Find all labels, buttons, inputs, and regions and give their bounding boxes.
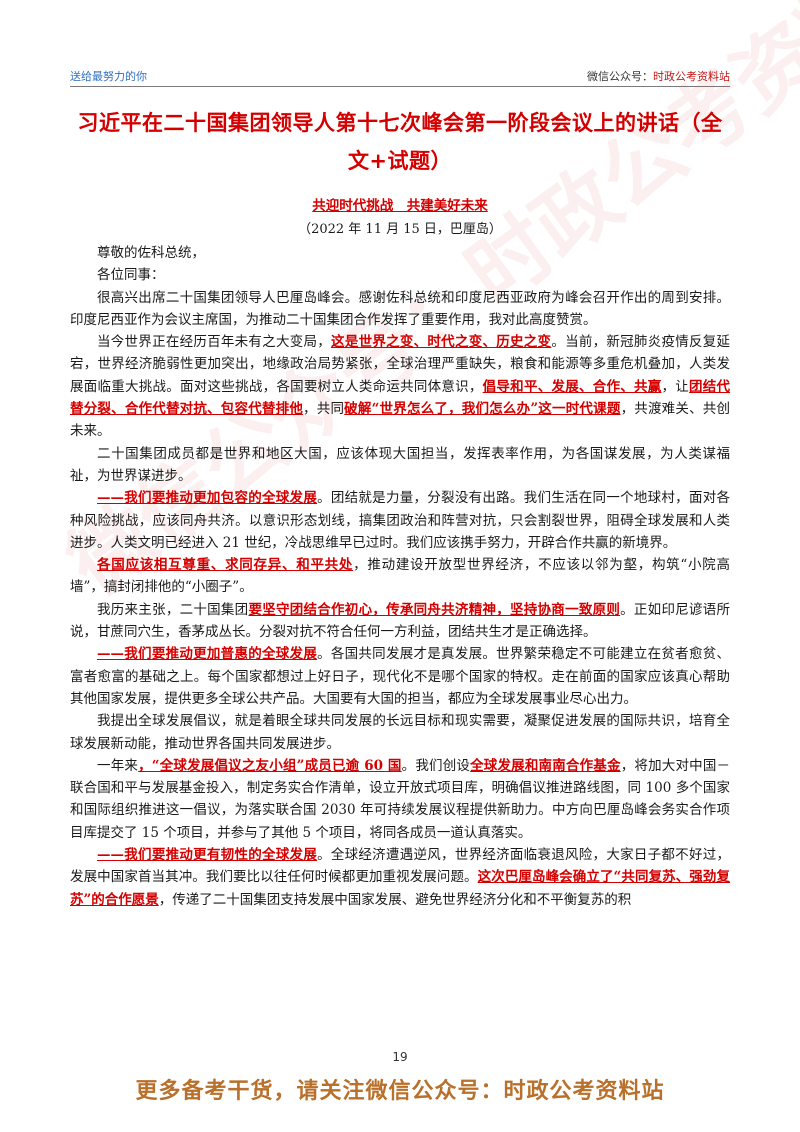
- paragraph-text: 。正如印尼谚语所说，甘蔗同穴生，香茅成丛长。分裂对抗不符合任何一方利益，团结共生…: [70, 601, 731, 641]
- paragraph: ——我们要推动更有韧性的全球发展。全球经济遭遇逆风，世界经济面临衰退风险，大家日…: [70, 844, 730, 911]
- document-title: 习近平在二十国集团领导人第十七次峰会第一阶段会议上的讲话（全文+试题）: [77, 111, 723, 173]
- paragraph: 很高兴出席二十国集团领导人巴厘岛峰会。感谢佐科总统和印度尼西亚政府为峰会召开作出…: [70, 287, 730, 332]
- paragraph-text: ，让: [661, 378, 690, 395]
- paragraph: 一年来，“全球发展倡议之友小组”成员已逾 60 国。我们创设全球发展和南南合作基…: [70, 755, 730, 844]
- paragraph-text: 。各国共同发展才是真发展。世界繁荣稳定不可能建立在贫者愈贫、富者愈富的基础之上。…: [70, 646, 731, 707]
- paragraph: 我历来主张，二十国集团要坚守团结合作初心，传承同舟共济精神，坚持协商一致原则。正…: [70, 599, 730, 644]
- header-wechat: 微信公众号：时政公考资料站: [587, 68, 730, 84]
- highlighted-phrase: 团结代替分裂、合作代替对抗、包容代替排他: [70, 378, 731, 418]
- paragraph: 尊敬的佐科总统，: [70, 242, 730, 264]
- highlighted-phrase: 要坚守团结合作初心，传承同舟共济精神，坚持协商一致原则: [248, 601, 621, 618]
- footer-banner: 更多备考干货，请关注微信公众号：时政公考资料站: [135, 1079, 665, 1104]
- paragraph-text: 当今世界正在经历百年未有之大变局，: [97, 334, 332, 351]
- paragraph-text: ，推动建设开放型世界经济，不应该以邻为壑，构筑“小院高墙”，搞封闭排他的“小圈子…: [70, 557, 731, 596]
- highlighted-phrase: 这是世界之变、时代之变、历史之变: [331, 334, 552, 351]
- speech-body: 尊敬的佐科总统， 各位同事： 很高兴出席二十国集团领导人巴厘岛峰会。感谢佐科总统和印…: [70, 242, 730, 911]
- page-header: 送给最努力的你 微信公众号：时政公考资料站: [70, 66, 730, 87]
- speech-subtitle: 共迎时代挑战 共建美好未来: [312, 198, 488, 214]
- paragraph-text: 尊敬的佐科总统，: [97, 245, 205, 261]
- highlighted-phrase: 全球发展和南南合作基金: [470, 757, 621, 774]
- header-wechat-account: 时政公考资料站: [653, 70, 730, 83]
- highlighted-phrase: 这次巴厘岛峰会确立了“共同复苏、强劲复苏”的合作愿景: [70, 869, 731, 908]
- paragraph: ——我们要推动更加普惠的全球发展。各国共同发展才是真发展。世界繁荣稳定不可能建立…: [70, 643, 730, 710]
- paragraph-text: 我历来主张，二十国集团: [97, 601, 249, 618]
- paragraph-text: ，传递了二十国集团支持发展中国家发展、避免世界经济分化和不平衡复苏的积: [158, 891, 632, 908]
- highlighted-phrase: 各国应该相互尊重、求同存异、和平共处: [97, 557, 354, 574]
- highlighted-phrase: ——我们要推动更加普惠的全球发展: [97, 646, 318, 663]
- paragraph: 各位同事：: [70, 264, 730, 286]
- paragraph-text: ，共渡难关、共创未来。: [70, 401, 731, 440]
- paragraph-text: 很高兴出席二十国集团领导人巴厘岛峰会。感谢佐科总统和印度尼西亚政府为峰会召开作出…: [70, 289, 730, 328]
- header-slogan: 送给最努力的你: [70, 70, 147, 83]
- paragraph-text: 。全球经济遭遇逆风，世界经济面临衰退风险，大家日子都不好过，发展中国家首当其冲。…: [70, 847, 731, 886]
- paragraph: ——我们要推动更加包容的全球发展。团结就是力量，分裂没有出路。我们生活在同一个地…: [70, 487, 730, 554]
- paragraph-text: ，共同: [303, 401, 345, 418]
- paragraph-text: 二十国集团成员都是世界和地区大国，应该体现大国担当，发挥表率作用，为各国谋发展，…: [70, 445, 730, 484]
- paragraph-text: 各位同事：: [97, 267, 165, 284]
- paragraph-text: 。当前，新冠肺炎疫情反复延宕，世界经济脆弱性更加突出，地缘政治局势紧张，全球治理…: [70, 334, 731, 395]
- paragraph-text: 。团结就是力量，分裂没有出路。我们生活在同一个地球村，面对各种风险挑战，应该同舟…: [70, 490, 731, 551]
- paragraph-text: 我提出全球发展倡议，就是着眼全球共同发展的长远目标和现实需要，凝聚促进发展的国际…: [70, 713, 730, 752]
- highlighted-phrase: 破解“世界怎么了，我们怎么办”这一时代课题: [344, 401, 621, 418]
- header-wechat-label: 微信公众号：: [587, 70, 653, 83]
- highlighted-phrase: ，“全球发展倡议之友小组”成员已逾 60 国: [138, 757, 402, 774]
- paragraph: 各国应该相互尊重、求同存异、和平共处，推动建设开放型世界经济，不应该以邻为壑，构…: [70, 554, 730, 599]
- paragraph-text: 。我们创设: [401, 757, 471, 774]
- paragraph: 我提出全球发展倡议，就是着眼全球共同发展的长远目标和现实需要，凝聚促进发展的国际…: [70, 710, 730, 755]
- paragraph-text: ，将加大对中国－联合国和平与发展基金投入，制定务实合作清单，设立开放式项目库，明…: [70, 757, 731, 841]
- highlighted-phrase: ——我们要推动更加包容的全球发展: [97, 490, 318, 507]
- speech-dateline: （2022 年 11 月 15 日，巴厘岛）: [298, 222, 502, 237]
- highlighted-phrase: 倡导和平、发展、合作、共赢: [482, 378, 662, 395]
- paragraph: 二十国集团成员都是世界和地区大国，应该体现大国担当，发挥表率作用，为各国谋发展，…: [70, 443, 730, 488]
- highlighted-phrase: ——我们要推动更有韧性的全球发展: [97, 847, 318, 864]
- paragraph: 当今世界正在经历百年未有之大变局，这是世界之变、时代之变、历史之变。当前，新冠肺…: [70, 331, 730, 442]
- paragraph-text: 一年来: [97, 757, 139, 774]
- page-number: 19: [392, 1050, 408, 1064]
